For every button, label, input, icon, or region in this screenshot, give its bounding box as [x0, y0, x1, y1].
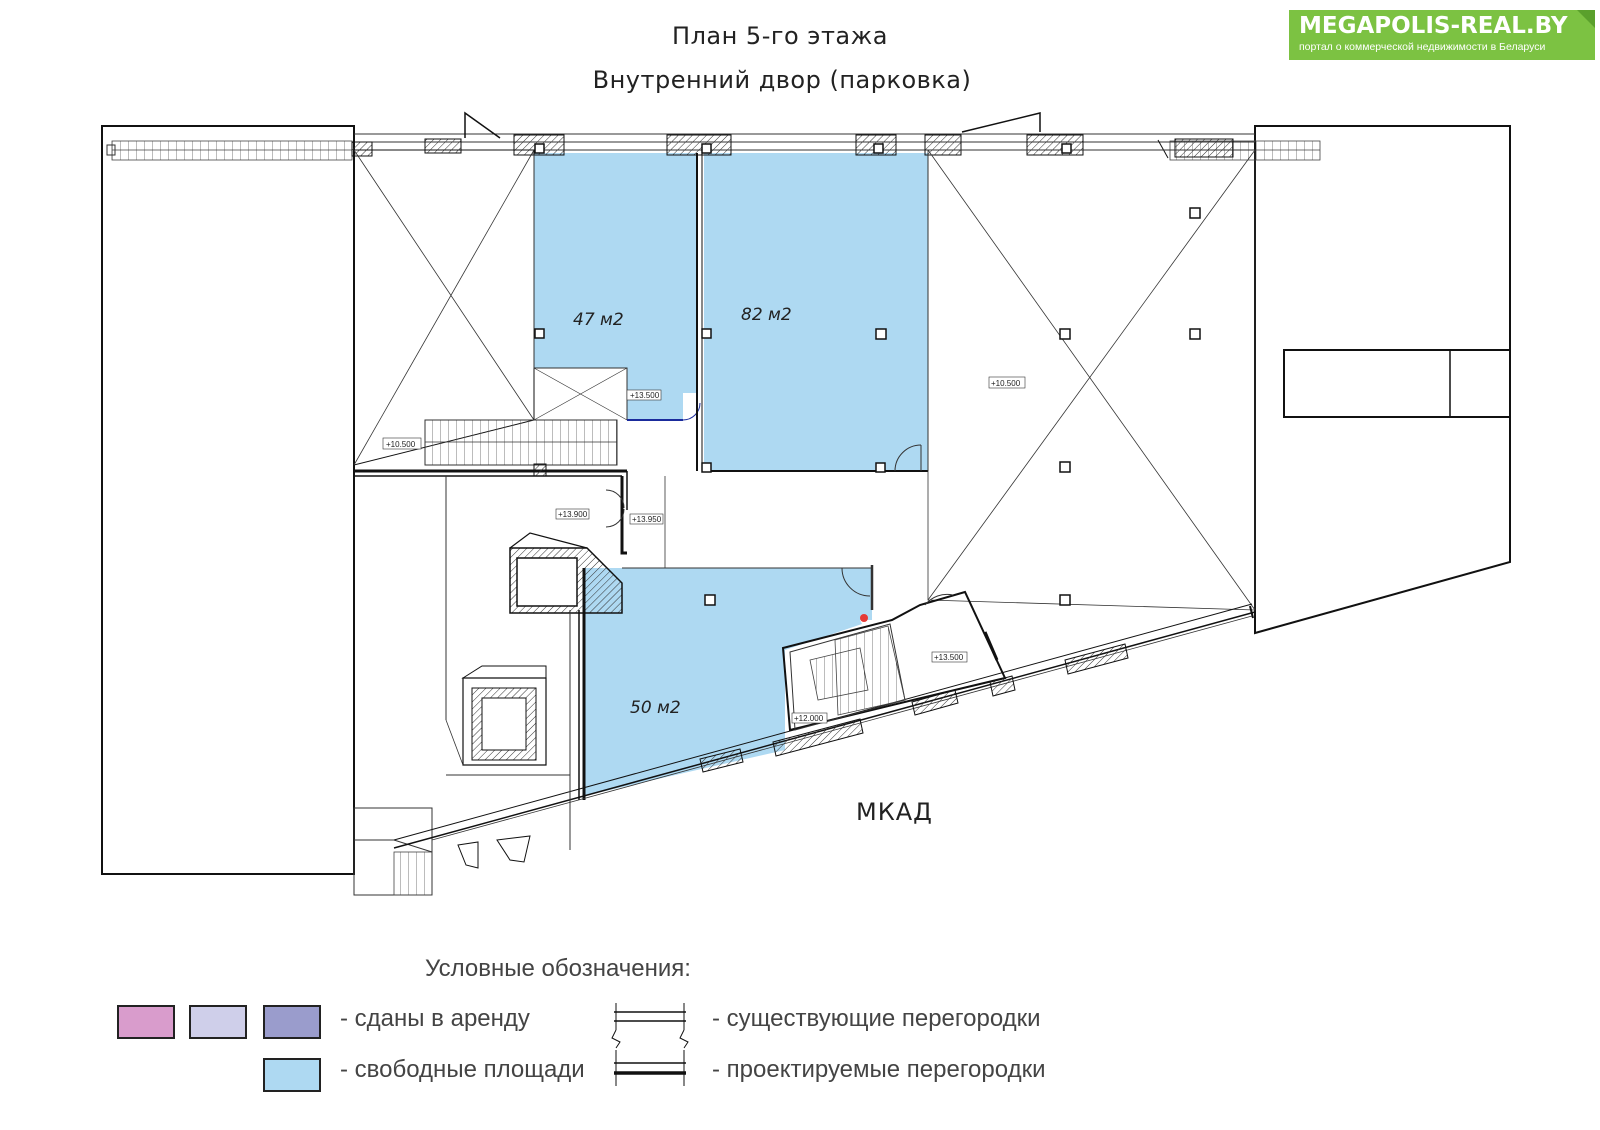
- legend-swatch-rented-3: [263, 1005, 321, 1039]
- legend-rented-label: - сданы в аренду: [340, 1005, 530, 1032]
- right-building: [1254, 125, 1511, 635]
- level-mark-5: +10.500: [991, 379, 1021, 388]
- room-50-area: [584, 568, 872, 795]
- plan-title: План 5-го этажа: [672, 22, 888, 50]
- plan-subtitle: Внутренний двор (парковка): [592, 66, 972, 94]
- logo-tagline: портал о коммерческой недвижимости в Бел…: [1299, 41, 1546, 53]
- legend-planned-label: - проектируемые перегородки: [712, 1056, 1046, 1083]
- room-82-label[interactable]: 82 м2: [741, 305, 792, 325]
- site-logo[interactable]: MEGAPOLIS-REAL.BY портал о коммерческой …: [1289, 10, 1595, 60]
- legend-swatch-free: [263, 1058, 321, 1092]
- legend-existing-label: - существующие перегородки: [712, 1005, 1041, 1032]
- left-building: [101, 125, 355, 875]
- level-marks: +13.500 +10.500 +13.900 +13.950 +10.500 …: [382, 376, 1026, 724]
- legend-title: Условные обозначения:: [425, 955, 691, 982]
- level-mark-7: +12.000: [794, 714, 824, 723]
- level-mark-1: +13.500: [630, 391, 660, 400]
- room-50-label[interactable]: 50 м2: [630, 698, 681, 718]
- structural-columns: [534, 143, 1201, 606]
- legend-free-label: - свободные площади: [340, 1056, 585, 1083]
- level-mark-4: +13.950: [632, 515, 662, 524]
- logo-corner-icon: [1577, 10, 1595, 28]
- room-47-area: [534, 153, 697, 420]
- facade-columns: [351, 134, 1234, 158]
- existing-partition-icon: [611, 1003, 689, 1049]
- logo-brand: MEGAPOLIS-REAL.BY: [1299, 13, 1568, 39]
- level-mark-2: +10.500: [386, 440, 416, 449]
- legend-swatch-rented-1: [117, 1005, 175, 1039]
- room-82-area: [704, 153, 928, 471]
- legend-swatch-rented-2: [189, 1005, 247, 1039]
- level-mark-6: +13.500: [934, 653, 964, 662]
- mkad-facade-columns: [699, 643, 1129, 773]
- room-47-label[interactable]: 47 м2: [573, 310, 624, 330]
- planned-partition-icon: [614, 1050, 686, 1086]
- road-label: МКАД: [856, 798, 933, 826]
- level-mark-3: +13.900: [558, 510, 588, 519]
